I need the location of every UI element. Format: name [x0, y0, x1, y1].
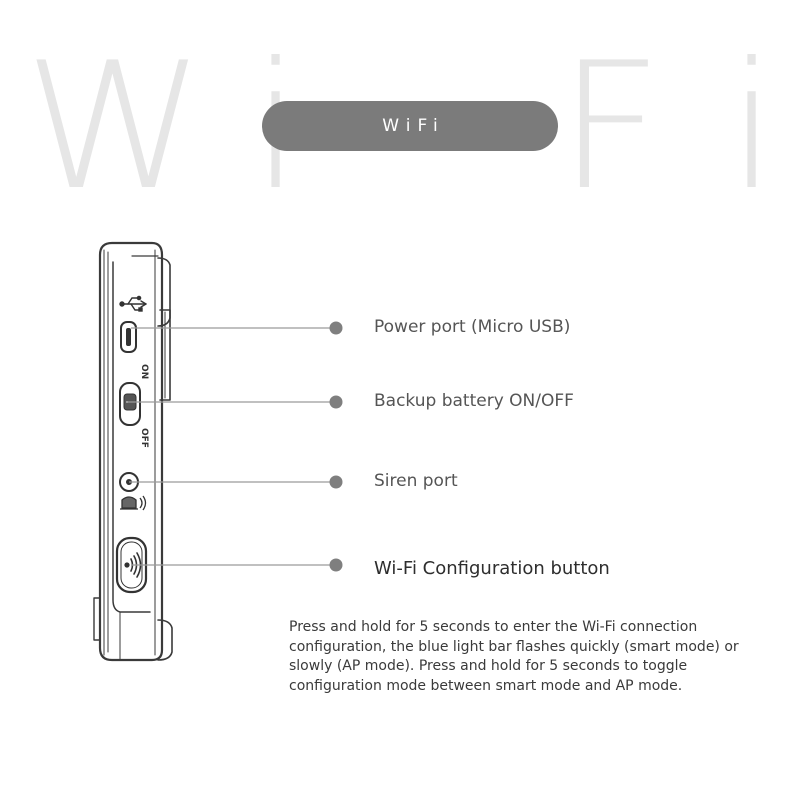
callout-wifi-button: Wi-Fi Configuration button: [374, 558, 610, 579]
device-top-bump: [157, 257, 171, 327]
device-bottom-bump: [157, 619, 173, 661]
section-title: WiFi: [382, 116, 445, 136]
device-side-clip: [159, 309, 171, 401]
micro-usb-port-inner: [126, 328, 131, 346]
background-letter-i-2: i: [726, 26, 778, 229]
wifi-button-description: Press and hold for 5 seconds to enter th…: [289, 619, 739, 694]
callout-dot-icon: [329, 395, 343, 409]
switch-off-label: OFF: [139, 428, 149, 448]
device-bottom-notch: [93, 597, 101, 641]
section-title-pill: WiFi: [262, 101, 558, 151]
callout-dot-icon: [329, 475, 343, 489]
callout-dot-icon: [329, 558, 343, 572]
switch-on-label: ON: [139, 364, 149, 379]
background-letter-w: W: [23, 26, 206, 229]
device-body-outline: [98, 241, 164, 662]
callout-battery-switch: Backup battery ON/OFF: [374, 391, 574, 411]
callout-siren-port: Siren port: [374, 471, 458, 491]
callout-power-port: Power port (Micro USB): [374, 317, 571, 337]
callout-dot-icon: [329, 321, 343, 335]
usb-icon: [119, 295, 147, 312]
background-letter-f: F: [557, 26, 664, 229]
siren-icon: [120, 495, 147, 511]
